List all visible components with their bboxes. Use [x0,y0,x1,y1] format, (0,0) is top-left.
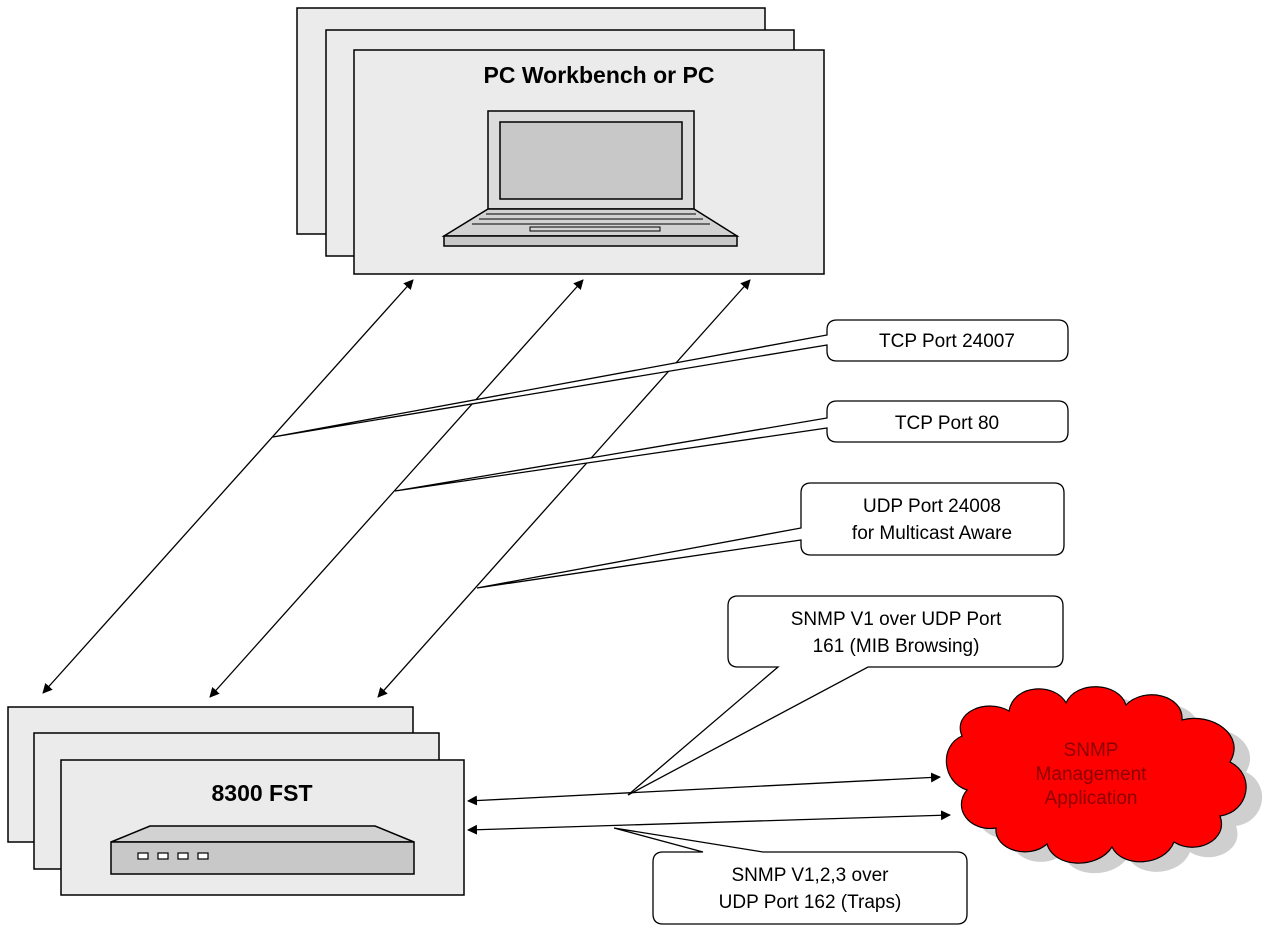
cloud-label-line2: Management [1036,764,1148,785]
snmp-arrows [467,772,951,835]
callout-snmp-v1-line1: SNMP V1 over UDP Port [791,609,1002,630]
arrow-tcp-24007 [42,279,414,694]
arrow-snmp-v1 [467,772,941,806]
callout-udp-24008: UDP Port 24008 for Multicast Aware [476,482,1065,589]
cloud-label-line1: SNMP [1064,740,1119,761]
callout-snmp-traps: SNMP V1,2,3 over UDP Port 162 (Traps) [613,827,968,925]
callout-udp-24008-line2: for Multicast Aware [852,523,1012,544]
callout-tcp-80-text: TCP Port 80 [895,413,999,434]
callout-snmp-v1: SNMP V1 over UDP Port 161 (MIB Browsing) [627,595,1064,796]
callout-tcp-24007: TCP Port 24007 [272,319,1069,438]
snmp-cloud: SNMP Management Application [945,686,1263,874]
callout-snmp-v1-line2: 161 (MIB Browsing) [813,636,980,657]
pc-workbench-group: PC Workbench or PC [296,7,825,275]
cloud-body [945,686,1247,864]
connection-arrows [42,279,751,698]
callout-snmp-traps-line2: UDP Port 162 (Traps) [719,892,902,913]
pc-box-title: PC Workbench or PC [484,62,715,88]
device-group: 8300 FST [7,706,465,896]
callout-tcp-80: TCP Port 80 [394,400,1069,492]
arrow-tcp-80 [209,279,584,698]
callout-snmp-traps-line1: SNMP V1,2,3 over [731,865,889,886]
device-box-title: 8300 FST [212,780,313,806]
callout-tcp-24007-text: TCP Port 24007 [879,331,1015,352]
laptop-icon [441,110,740,247]
cloud-label-line3: Application [1045,788,1138,809]
arrow-udp-24008 [377,279,751,698]
arrow-snmp-traps [467,810,951,835]
network-device-icon [110,825,415,875]
callout-udp-24008-line1: UDP Port 24008 [863,496,1001,517]
